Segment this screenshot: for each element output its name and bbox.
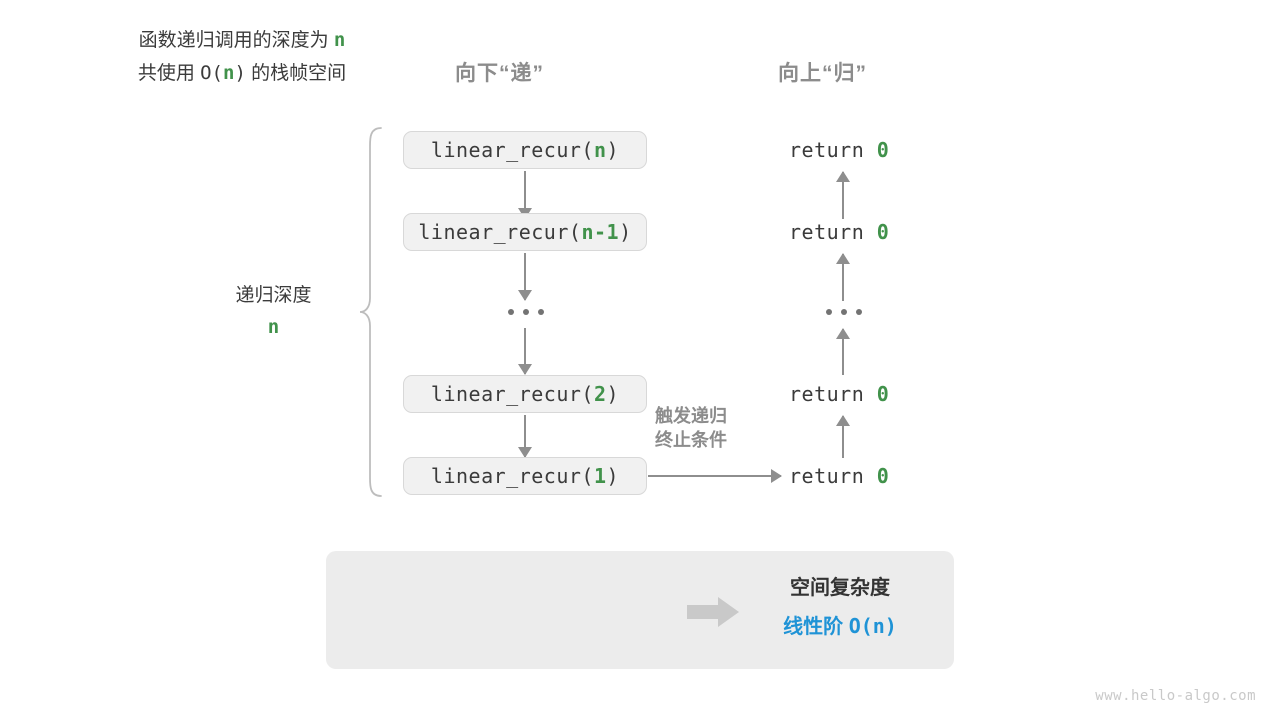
summary-right-text: 空间复杂度 线性阶 O(n) <box>745 572 935 643</box>
ellipsis-dot <box>538 309 544 315</box>
arrow-head <box>771 469 782 483</box>
termination-note-line2: 终止条件 <box>655 429 727 450</box>
return-keyword: return <box>789 382 865 406</box>
depth-label-text: 递归深度 <box>235 285 312 306</box>
summary-line1-var: n <box>333 29 346 51</box>
return-value: 0 <box>876 464 890 488</box>
descend-arrow-4 <box>518 415 532 458</box>
ellipsis-dot <box>508 309 514 315</box>
recursion-depth-label: 递归深度 n <box>196 282 351 341</box>
implies-arrow-icon <box>685 595 741 629</box>
return-keyword: return <box>789 220 865 244</box>
return-value: 0 <box>876 220 890 244</box>
call-box-2[interactable]: linear_recur(2) <box>403 375 647 413</box>
arrow-shaft <box>842 254 845 301</box>
call-text-suffix: ) <box>606 382 620 406</box>
depth-label-value: n <box>267 315 280 338</box>
summary-line2-close: ) <box>234 62 246 85</box>
summary-line-1: 函数递归调用的深度为 n <box>22 24 462 57</box>
call-text-prefix: linear_recur( <box>430 138 594 162</box>
ascend-arrow-2 <box>836 253 850 301</box>
call-text-arg: 2 <box>593 382 607 406</box>
complexity-title: 空间复杂度 <box>790 577 890 599</box>
return-label-4: return 0 <box>789 464 889 488</box>
complexity-order-label: 线性阶 <box>783 616 849 638</box>
return-keyword: return <box>789 464 865 488</box>
return-value: 0 <box>876 138 890 162</box>
descend-arrow-3 <box>518 328 532 375</box>
call-box-1[interactable]: linear_recur(1) <box>403 457 647 495</box>
summary-panel <box>326 551 954 669</box>
return-label-2: return 0 <box>789 220 889 244</box>
descend-arrow-1 <box>518 171 532 219</box>
ellipsis-dot <box>841 309 847 315</box>
arrow-shaft <box>524 415 527 457</box>
call-text-prefix: linear_recur( <box>430 382 594 406</box>
descend-ellipsis <box>508 309 544 315</box>
return-keyword: return <box>789 138 865 162</box>
descend-arrow-2 <box>518 253 532 301</box>
arrow-shaft <box>648 475 781 478</box>
arrow-head <box>518 364 532 375</box>
summary-line2-post: 的栈帧空间 <box>245 63 347 85</box>
call-box-n[interactable]: linear_recur(n) <box>403 131 647 169</box>
ellipsis-dot <box>523 309 529 315</box>
call-text-suffix: ) <box>606 464 620 488</box>
summary-left-text: 函数递归调用的深度为 n 共使用 O(n) 的栈帧空间 <box>22 24 462 91</box>
arrow-shaft <box>524 253 527 300</box>
summary-line2-bigo: O( <box>200 62 223 85</box>
summary-line-2: 共使用 O(n) 的栈帧空间 <box>22 57 462 90</box>
call-text-suffix: ) <box>619 220 632 244</box>
watermark: www.hello-algo.com <box>1095 688 1256 704</box>
ascend-arrow-3 <box>836 328 850 375</box>
base-case-arrow <box>648 469 782 483</box>
arrow-head <box>518 290 532 301</box>
arrow-head <box>518 447 532 458</box>
column-header-descend: 向下“递” <box>455 62 544 85</box>
ascend-arrow-1 <box>836 171 850 219</box>
return-label-1: return 0 <box>789 138 889 162</box>
complexity-expression: O(n) <box>848 614 897 638</box>
ascend-arrow-4 <box>836 415 850 458</box>
call-text-arg: n <box>593 138 607 162</box>
ascend-ellipsis <box>826 309 862 315</box>
arrow-shaft <box>842 416 845 458</box>
call-text-prefix: linear_recur( <box>430 464 594 488</box>
call-text-arg: n-1 <box>581 220 620 244</box>
ellipsis-dot <box>826 309 832 315</box>
arrow-head <box>836 171 850 182</box>
arrow-shaft <box>524 171 527 218</box>
recursion-depth-brace <box>357 126 387 503</box>
arrow-shaft <box>842 172 845 219</box>
complexity-value: 线性阶 O(n) <box>745 610 935 643</box>
return-value: 0 <box>876 382 890 406</box>
return-label-3: return 0 <box>789 382 889 406</box>
termination-condition-note: 触发递归 终止条件 <box>655 405 727 453</box>
ellipsis-dot <box>856 309 862 315</box>
arrow-head <box>836 253 850 264</box>
termination-note-line1: 触发递归 <box>655 406 727 426</box>
arrow-head <box>836 328 850 339</box>
call-text-suffix: ) <box>606 138 620 162</box>
arrow-head <box>836 415 850 426</box>
call-text-prefix: linear_recur( <box>418 220 582 244</box>
arrow-shaft <box>524 328 527 374</box>
call-text-arg: 1 <box>593 464 607 488</box>
summary-line2-pre: 共使用 <box>137 63 201 85</box>
summary-line2-var: n <box>222 62 235 85</box>
call-box-n-minus-1[interactable]: linear_recur(n-1) <box>403 213 647 251</box>
summary-line1-text: 函数递归调用的深度为 <box>138 30 334 51</box>
column-header-ascend: 向上“归” <box>778 62 867 85</box>
arrow-shaft <box>842 329 845 375</box>
